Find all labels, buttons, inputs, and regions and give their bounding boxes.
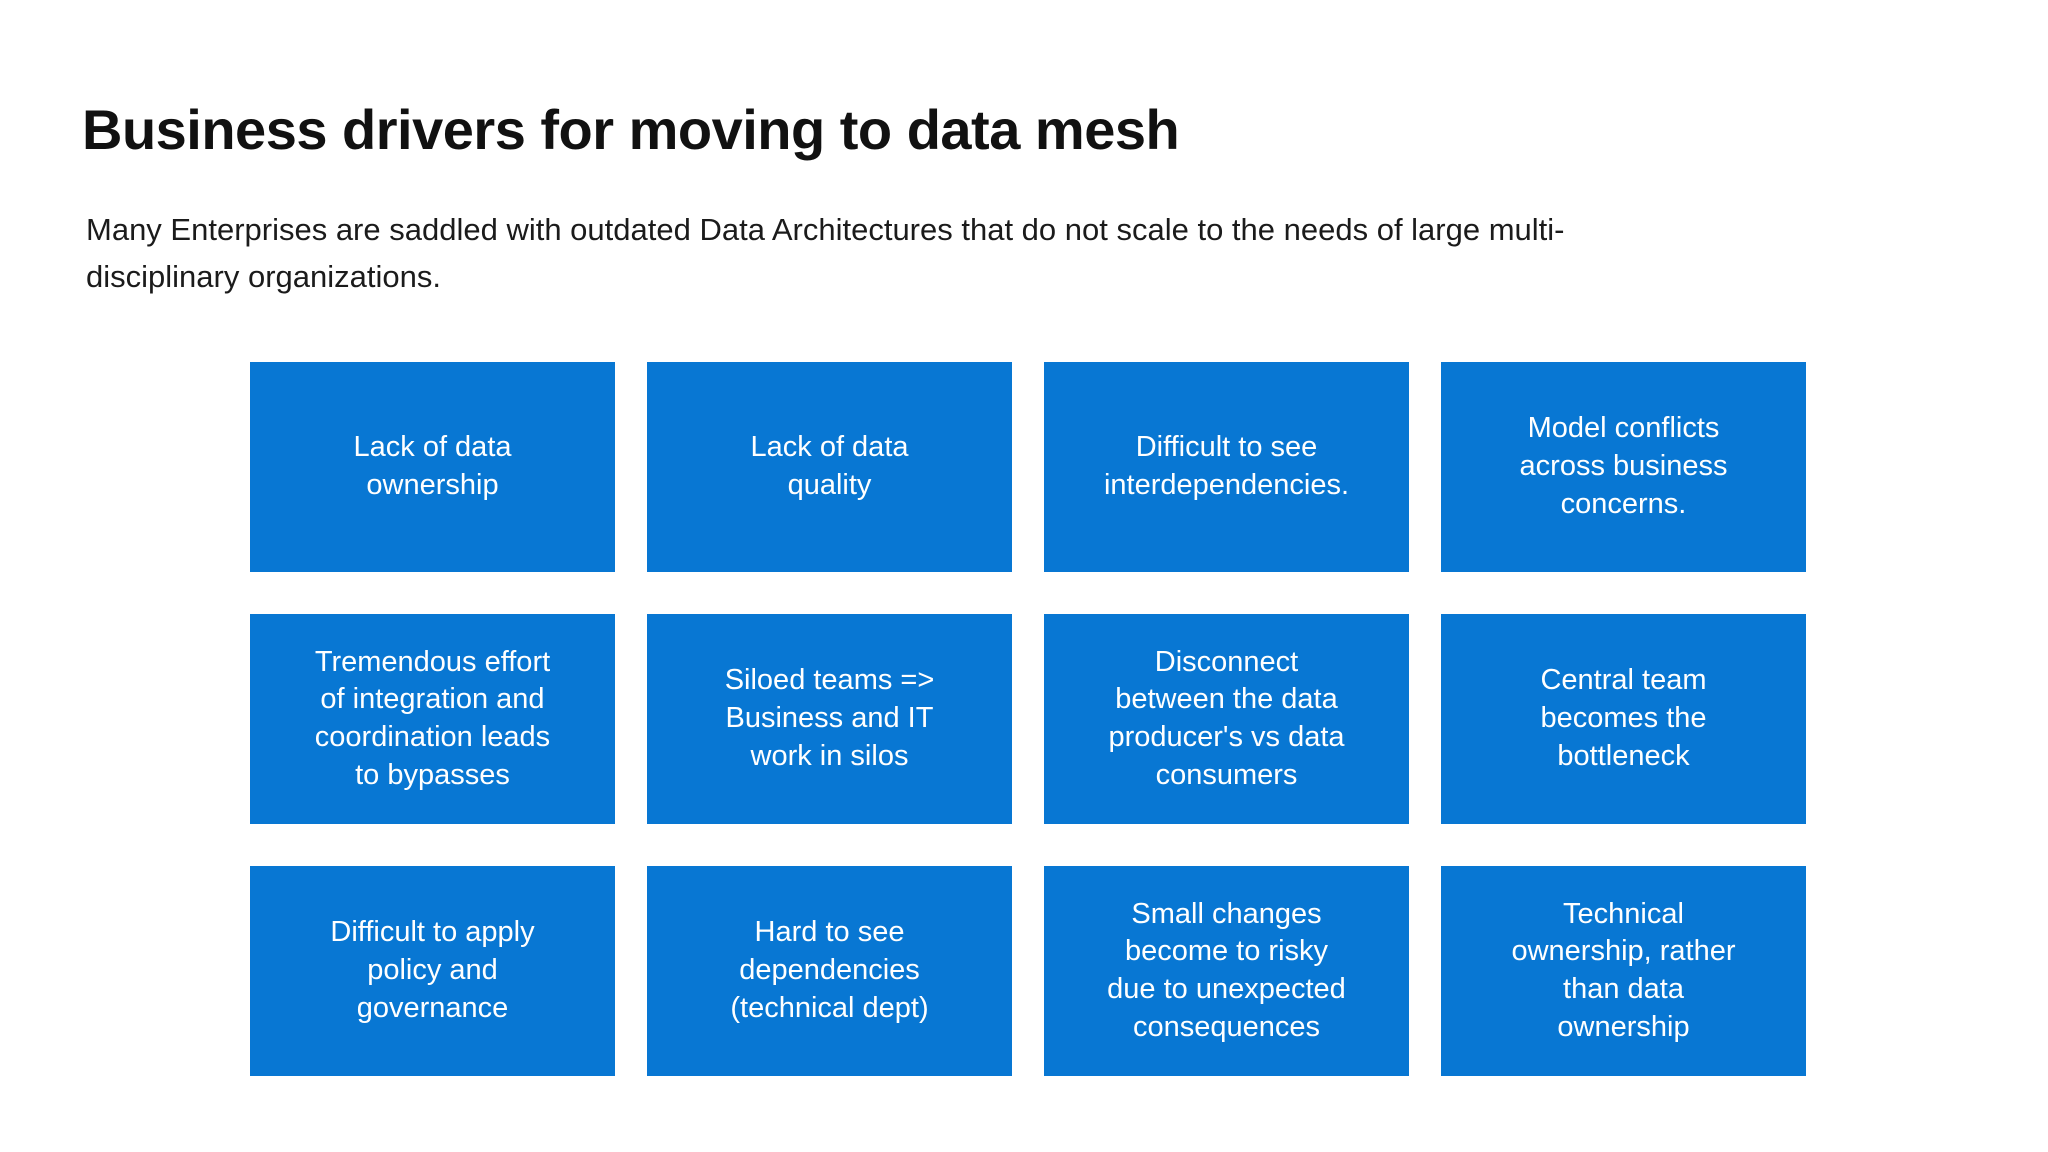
driver-box-small-changes-risky: Small changes become to risky due to une…	[1044, 866, 1409, 1076]
driver-box-siloed-teams: Siloed teams => Business and IT work in …	[647, 614, 1012, 824]
driver-grid: Lack of data ownership Lack of data qual…	[250, 362, 1806, 1076]
driver-box-tremendous-effort: Tremendous effort of integration and coo…	[250, 614, 615, 824]
driver-box-model-conflicts: Model conflicts across business concerns…	[1441, 362, 1806, 572]
driver-box-lack-of-data-ownership: Lack of data ownership	[250, 362, 615, 572]
page-title: Business drivers for moving to data mesh	[82, 98, 1180, 161]
driver-box-lack-of-data-quality: Lack of data quality	[647, 362, 1012, 572]
driver-box-policy-governance: Difficult to apply policy and governance	[250, 866, 615, 1076]
driver-box-technical-ownership: Technical ownership, rather than data ow…	[1441, 866, 1806, 1076]
driver-box-difficult-to-see-interdependencies: Difficult to see interdependencies.	[1044, 362, 1409, 572]
driver-box-central-team-bottleneck: Central team becomes the bottleneck	[1441, 614, 1806, 824]
driver-box-hard-to-see-dependencies: Hard to see dependencies (technical dept…	[647, 866, 1012, 1076]
driver-box-disconnect-producers-consumers: Disconnect between the data producer's v…	[1044, 614, 1409, 824]
slide-subtitle: Many Enterprises are saddled with outdat…	[86, 212, 1565, 295]
